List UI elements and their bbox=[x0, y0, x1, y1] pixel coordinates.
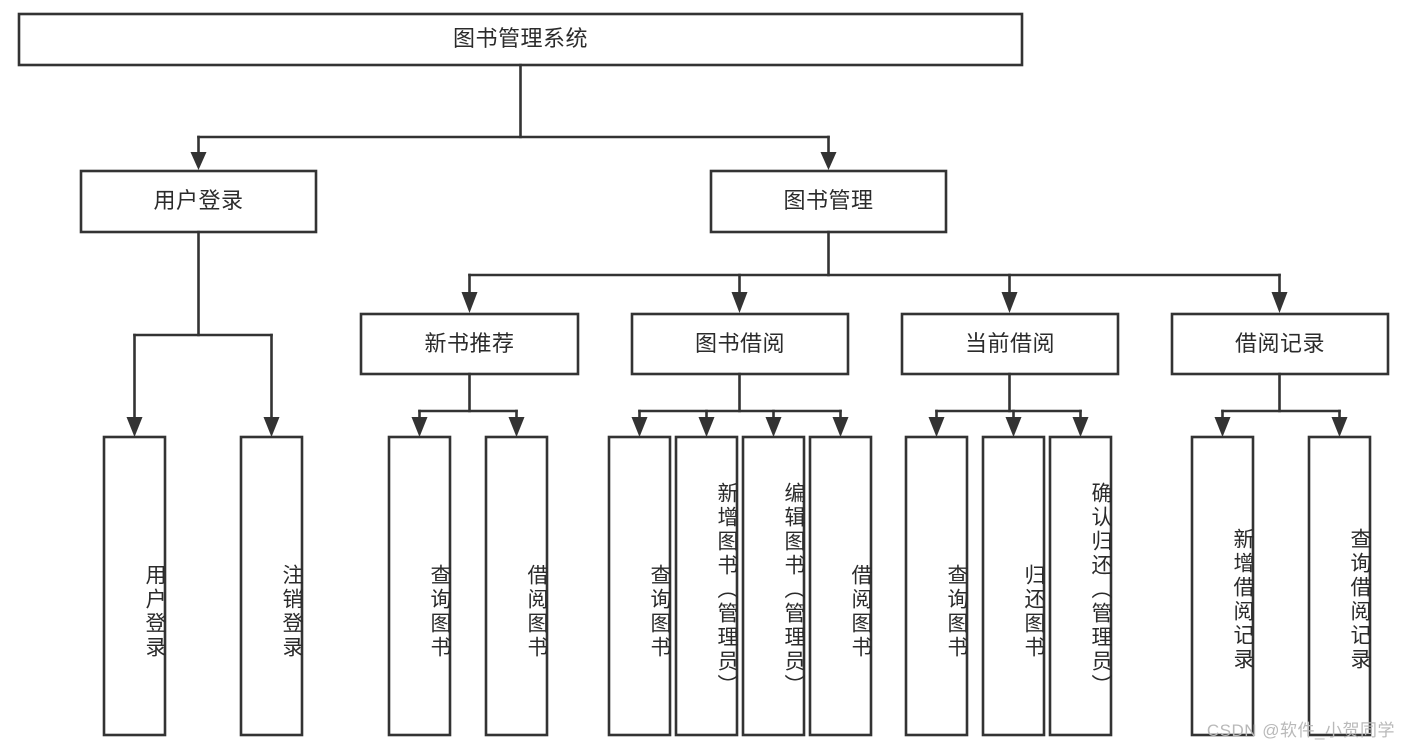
leaf-box-query-book-1[interactable] bbox=[387, 435, 452, 737]
arrowhead-currentborrow-leaf-3 bbox=[1072, 417, 1089, 437]
arrowhead-book-borrow bbox=[731, 292, 748, 313]
node-new-book-box[interactable] bbox=[359, 312, 580, 376]
leaf-box-add-book-admin[interactable] bbox=[674, 435, 739, 737]
arrowhead-book-manage bbox=[820, 152, 837, 170]
leaf-box-edit-book-admin[interactable] bbox=[741, 435, 806, 737]
arrowhead-borrow-record bbox=[1271, 292, 1288, 313]
leaf-box-query-book-3[interactable] bbox=[904, 435, 969, 737]
leaf-box-borrow-book-1[interactable] bbox=[484, 435, 549, 737]
arrowhead-borrowrecord-leaf-1 bbox=[1214, 417, 1231, 437]
arrowhead-currentborrow-leaf-2 bbox=[1005, 417, 1022, 437]
leaf-box-return-book[interactable] bbox=[981, 435, 1046, 737]
arrowhead-bookborrow-leaf-4 bbox=[832, 417, 849, 437]
leaf-box-query-borrow-record[interactable] bbox=[1307, 435, 1372, 737]
arrowhead-borrowrecord-leaf-2 bbox=[1331, 417, 1348, 437]
arrowhead-current-borrow bbox=[1001, 292, 1018, 313]
arrowhead-currentborrow-leaf-1 bbox=[928, 417, 945, 437]
arrowhead-newbook-leaf-1 bbox=[411, 417, 428, 437]
node-borrow-record-box[interactable] bbox=[1170, 312, 1390, 376]
arrowhead-bookborrow-leaf-2 bbox=[698, 417, 715, 437]
node-book-borrow-box[interactable] bbox=[630, 312, 850, 376]
arrowhead-newbook-leaf-2 bbox=[508, 417, 525, 437]
node-user-login-box[interactable] bbox=[79, 169, 318, 234]
arrowhead-user-login bbox=[190, 152, 207, 170]
leaf-box-query-book-2[interactable] bbox=[607, 435, 672, 737]
leaf-box-add-borrow-record[interactable] bbox=[1190, 435, 1255, 737]
leaf-box-user-login[interactable] bbox=[102, 435, 167, 737]
arrowhead-bookborrow-leaf-1 bbox=[631, 417, 648, 437]
leaf-box-borrow-book-2[interactable] bbox=[808, 435, 873, 737]
leaf-box-confirm-return-admin[interactable] bbox=[1048, 435, 1113, 737]
arrowhead-bookborrow-leaf-3 bbox=[765, 417, 782, 437]
node-book-manage-box[interactable] bbox=[709, 169, 948, 234]
node-root-box[interactable] bbox=[17, 12, 1024, 67]
leaf-box-logout[interactable] bbox=[239, 435, 304, 737]
arrowhead-new-book bbox=[461, 292, 478, 313]
arrowhead-userlogin-leaf-2 bbox=[263, 417, 280, 437]
node-current-borrow-box[interactable] bbox=[900, 312, 1120, 376]
arrowhead-userlogin-leaf-1 bbox=[126, 417, 143, 437]
